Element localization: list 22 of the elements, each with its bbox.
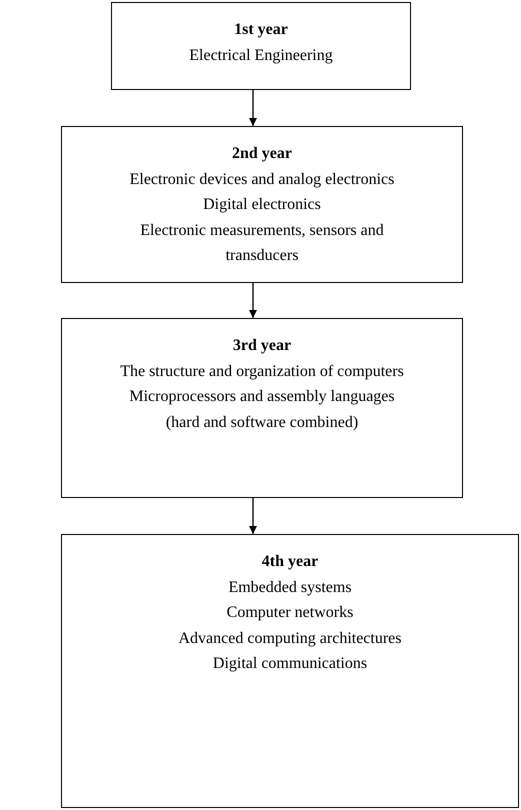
course-text: Embedded systems bbox=[227, 578, 353, 598]
course-text: Digital electronics bbox=[202, 195, 322, 215]
process-box bbox=[61, 534, 519, 808]
year-heading: 4th year bbox=[262, 552, 318, 572]
course-text: Computer networks bbox=[226, 603, 354, 623]
arrow bbox=[249, 90, 257, 126]
process-box bbox=[61, 126, 463, 283]
year-heading: 3rd year bbox=[232, 336, 292, 356]
course-text: (hard and software combined) bbox=[164, 412, 360, 432]
process-box bbox=[111, 2, 411, 90]
course-text: Digital communications bbox=[212, 654, 368, 674]
course-text: Advanced computing architectures bbox=[177, 628, 403, 648]
year-heading: 1st year bbox=[234, 20, 288, 40]
course-text: The structure and organization of computers bbox=[119, 362, 405, 382]
course-text: Electronic measurements, sensors and transducers bbox=[139, 220, 385, 266]
process-box bbox=[61, 318, 463, 498]
course-text: Microprocessors and assembly languages bbox=[128, 387, 396, 407]
course-text: Electronic devices and analog electronics bbox=[128, 170, 396, 190]
arrow bbox=[249, 283, 257, 318]
arrow bbox=[249, 498, 257, 534]
course-text: Electrical Engineering bbox=[188, 46, 334, 66]
year-heading: 2nd year bbox=[232, 144, 292, 164]
